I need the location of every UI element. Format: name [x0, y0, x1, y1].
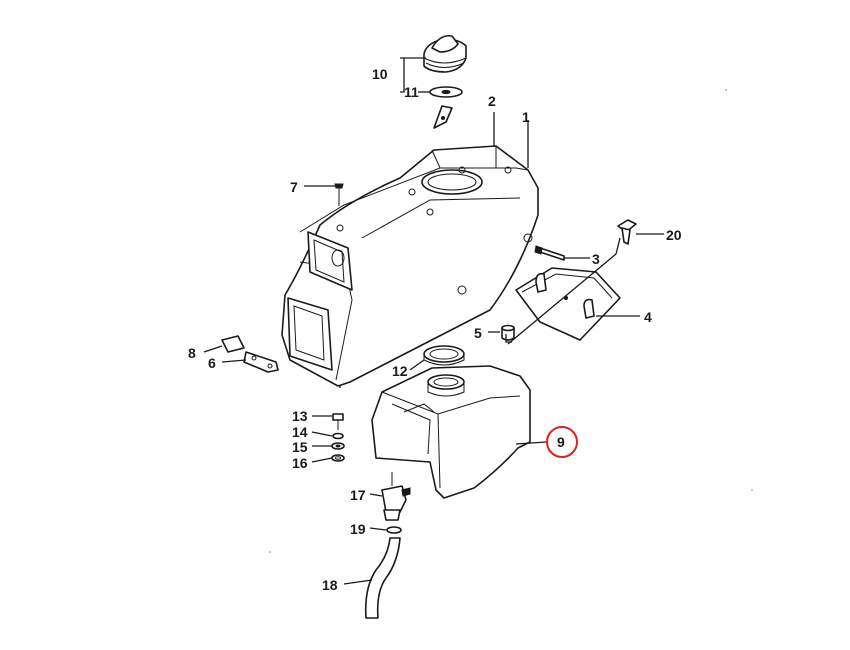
- callout-9[interactable]: 9: [557, 434, 565, 450]
- callout-9-highlight-circle[interactable]: [546, 426, 578, 458]
- screw-7-part[interactable]: [334, 183, 344, 206]
- grommet-part[interactable]: [501, 324, 515, 341]
- washer-14-part[interactable]: [332, 432, 344, 440]
- fuel-hose-part[interactable]: [364, 537, 401, 619]
- side-panel-part[interactable]: [515, 267, 621, 341]
- callout-2: 2: [488, 93, 496, 109]
- callout-16: 16: [292, 455, 308, 471]
- scan-specks: [269, 89, 753, 553]
- hose-clamp-part[interactable]: [386, 526, 402, 534]
- callout-17: 17: [350, 487, 366, 503]
- callout-7: 7: [290, 179, 298, 195]
- nut-16-part[interactable]: [331, 454, 345, 462]
- callout-4: 4: [644, 309, 652, 325]
- callout-6: 6: [208, 355, 216, 371]
- callout-labels: 10 11 2 1 7 20 3 4 5 8 6 12 13 14 15 16 …: [188, 66, 682, 593]
- bracket-part[interactable]: [243, 351, 279, 373]
- cap-gasket-part[interactable]: [429, 86, 463, 98]
- callout-5: 5: [474, 325, 482, 341]
- callout-14: 14: [292, 424, 308, 440]
- callout-8: 8: [188, 345, 196, 361]
- callout-10: 10: [372, 66, 388, 82]
- callout-18: 18: [322, 577, 338, 593]
- callout-20: 20: [666, 227, 682, 243]
- clip-part[interactable]: [221, 335, 245, 353]
- fuel-cap-part[interactable]: [423, 34, 467, 73]
- callout-13: 13: [292, 408, 308, 424]
- callout-12: 12: [392, 363, 408, 379]
- callout-1: 1: [522, 109, 530, 125]
- fuel-tank-part[interactable]: [371, 365, 531, 499]
- filler-seal-part[interactable]: [423, 345, 465, 366]
- leader-lines: [203, 57, 664, 585]
- callout-11: 11: [404, 84, 419, 100]
- ignition-key-part[interactable]: [617, 219, 637, 245]
- cap-chain-part: [433, 105, 453, 129]
- washer-15-part[interactable]: [331, 442, 345, 450]
- callout-19: 19: [350, 521, 366, 537]
- bolt-13-part[interactable]: [332, 413, 344, 430]
- callout-3: 3: [592, 251, 600, 267]
- callout-15: 15: [292, 439, 308, 455]
- tank-cover-part[interactable]: [281, 145, 539, 387]
- fuel-cock-part[interactable]: [381, 472, 411, 521]
- screw-3-part[interactable]: [534, 245, 565, 261]
